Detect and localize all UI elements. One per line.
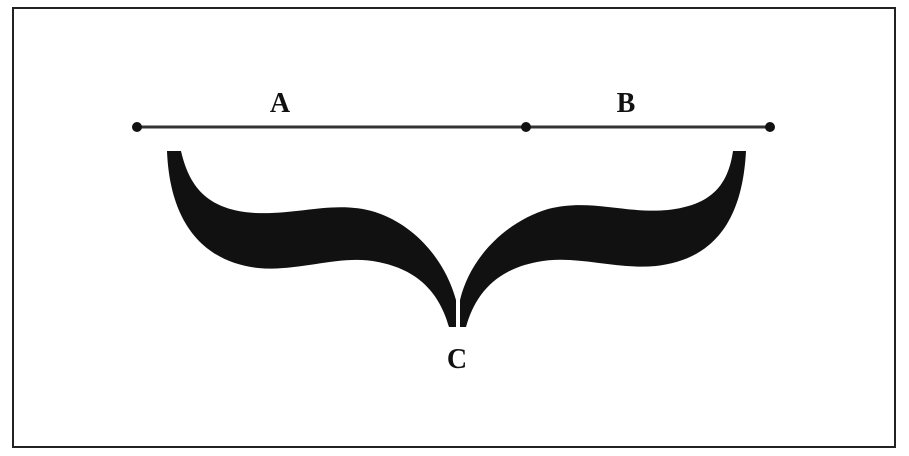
label-a: A: [270, 88, 291, 119]
endpoint-right: [765, 122, 775, 132]
diagram-frame: [12, 7, 896, 448]
endpoint-left: [132, 122, 142, 132]
label-b: B: [617, 88, 636, 119]
curly-brace-shape: [167, 151, 746, 327]
label-c: C: [447, 344, 467, 375]
endpoint-middle: [521, 122, 531, 132]
